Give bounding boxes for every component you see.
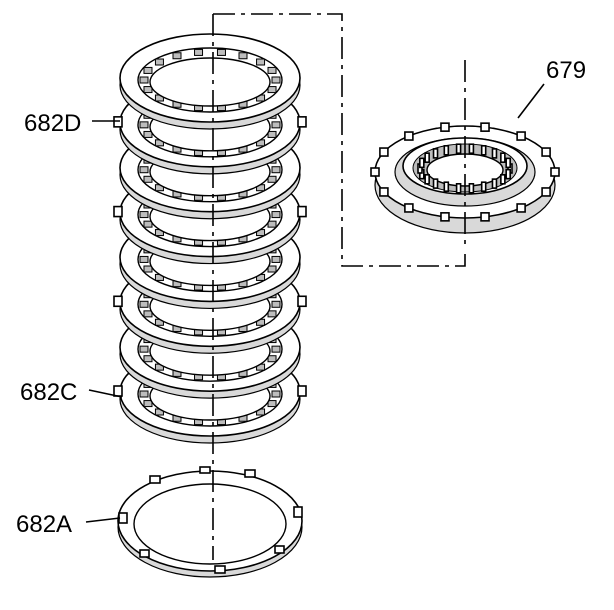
leader-682A: [85, 517, 121, 523]
clutch-plate-1: [119, 33, 301, 130]
plate-682A: [117, 466, 303, 578]
label-682C: 682C: [20, 379, 77, 406]
label-682D: 682D: [24, 110, 81, 137]
clutch-plate-stack: [113, 33, 307, 444]
inner-spline-teeth: [139, 48, 281, 112]
leader-679: [517, 83, 545, 119]
assembly-connector-line: [213, 13, 466, 267]
outer-spline-teeth: [370, 122, 560, 222]
part-679-assembly: [370, 60, 560, 250]
leader-682C: [88, 389, 123, 398]
roller-elements: [417, 143, 513, 194]
label-679: 679: [546, 57, 586, 84]
label-682A: 682A: [16, 511, 72, 538]
